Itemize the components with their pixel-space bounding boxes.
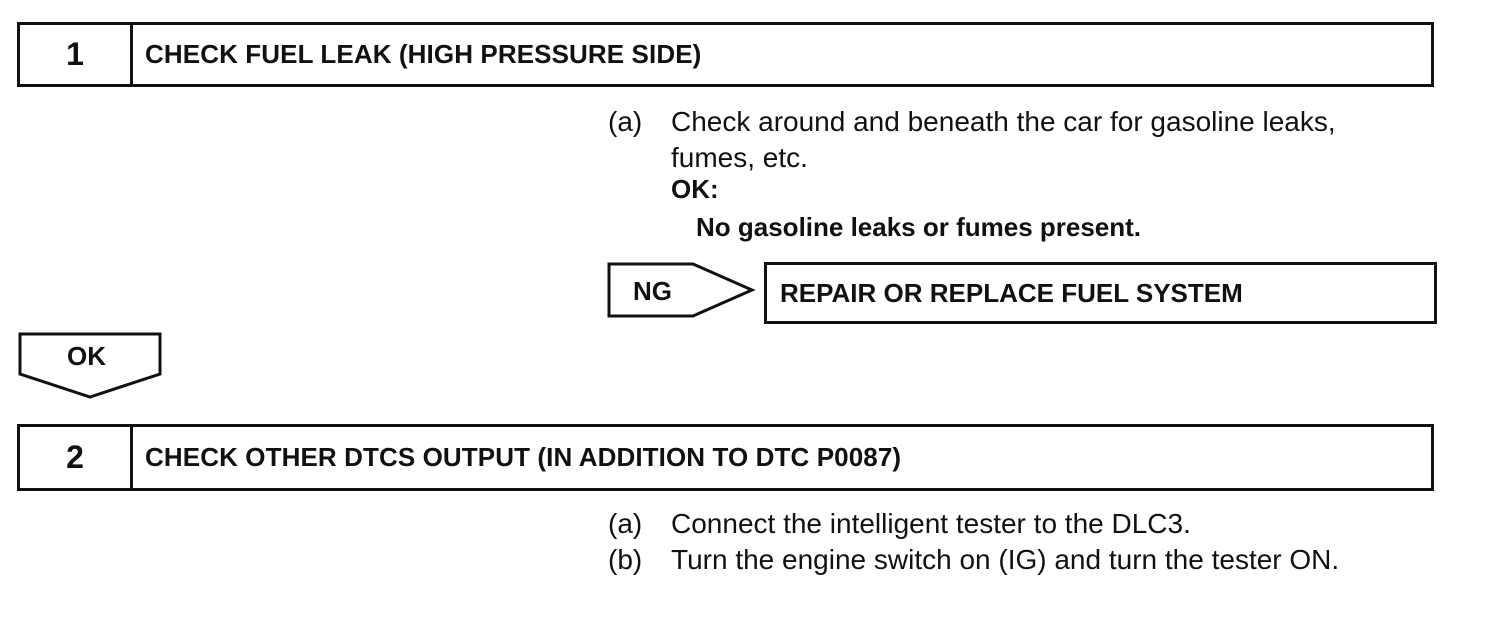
ng-action-box: REPAIR OR REPLACE FUEL SYSTEM: [764, 262, 1437, 324]
step-2-number: 2: [20, 427, 133, 488]
instruction-line: fumes, etc.: [671, 142, 808, 173]
ok-arrow-shape: [18, 332, 162, 399]
step-1-number: 1: [20, 25, 133, 84]
instruction-item: (a) Check around and beneath the car for…: [608, 104, 1336, 176]
instruction-key: (b): [608, 544, 643, 575]
instruction-line: Turn the engine switch on (IG) and turn …: [671, 544, 1340, 575]
spec-text: No gasoline leaks or fumes present.: [696, 212, 1142, 242]
instruction-line: Connect the intelligent tester to the DL…: [671, 508, 1191, 539]
instruction-item: (b) Turn the engine switch on (IG) and t…: [608, 542, 1339, 578]
spec-label: OK:: [671, 174, 719, 204]
ng-label: NG: [633, 276, 672, 306]
instruction-item: (a) Connect the intelligent tester to th…: [608, 506, 1339, 542]
ng-action-text: REPAIR OR REPLACE FUEL SYSTEM: [780, 277, 1243, 308]
ok-label: OK: [67, 341, 106, 371]
step-2-instructions: (a) Connect the intelligent tester to th…: [608, 506, 1339, 578]
instruction-key: (a): [608, 508, 643, 539]
step-1-title: CHECK FUEL LEAK (HIGH PRESSURE SIDE): [145, 39, 702, 69]
step-2-header: 2 CHECK OTHER DTCS OUTPUT (IN ADDITION T…: [17, 424, 1434, 491]
instruction-key: (a): [608, 106, 643, 137]
instruction-line: Check around and beneath the car for gas…: [671, 106, 1336, 137]
step-1-header: 1 CHECK FUEL LEAK (HIGH PRESSURE SIDE): [17, 22, 1434, 87]
ng-arrow-shape: [607, 262, 756, 318]
step-2-title: CHECK OTHER DTCS OUTPUT (IN ADDITION TO …: [145, 442, 902, 472]
step-1-instructions: (a) Check around and beneath the car for…: [608, 104, 1336, 176]
